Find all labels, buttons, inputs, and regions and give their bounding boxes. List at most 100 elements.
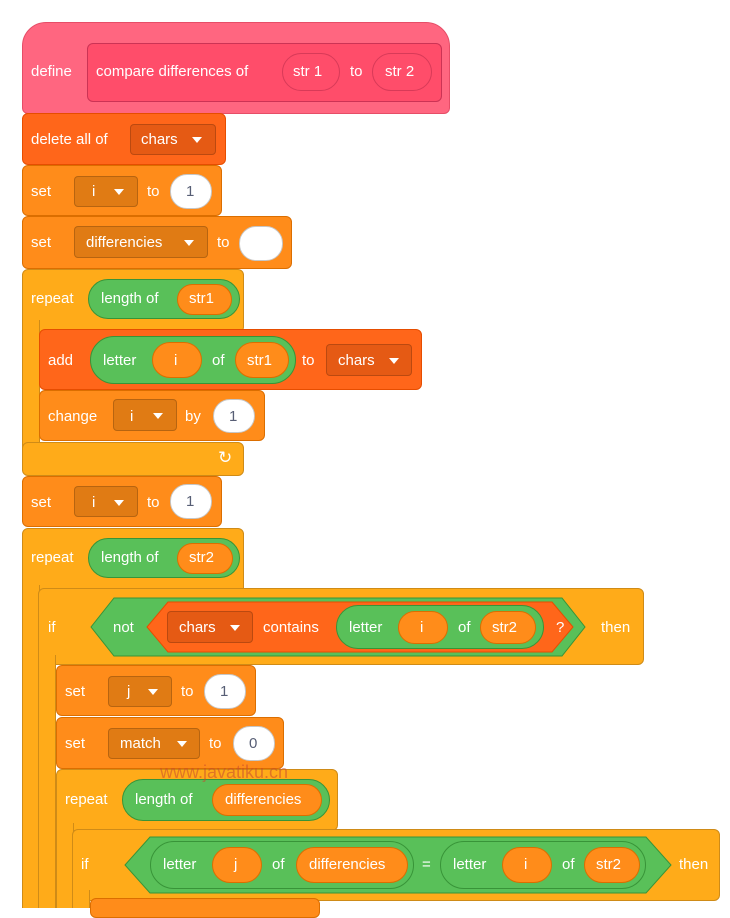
- by-label: by: [185, 408, 201, 425]
- value-input[interactable]: 1: [213, 399, 255, 433]
- define-to-label: to: [350, 63, 363, 80]
- to-label: to: [147, 494, 160, 511]
- chevron-down-icon: [177, 741, 187, 747]
- of-label: of: [562, 856, 575, 873]
- param-str1[interactable]: [282, 53, 340, 91]
- value-input[interactable]: 1: [170, 484, 212, 519]
- repeat-block-1-bottom: [22, 442, 244, 476]
- var-dropdown-i[interactable]: [74, 486, 138, 517]
- add-label: add: [48, 352, 74, 369]
- contains-label: contains: [263, 619, 319, 636]
- value-input[interactable]: [239, 226, 283, 261]
- arg-differencies-label: differencies: [225, 791, 302, 808]
- arg-differencies-reporter[interactable]: [212, 784, 322, 816]
- delete-all-label: delete all of: [31, 131, 108, 148]
- list-dropdown-chars-label: chars: [141, 131, 178, 148]
- var-dropdown-differencies-label: differencies: [86, 234, 163, 251]
- repeat-label: repeat: [65, 791, 108, 808]
- set-label: set: [65, 735, 86, 752]
- var-dropdown-i-label: i: [92, 494, 96, 511]
- value-input[interactable]: 1: [204, 674, 246, 709]
- then-label: then: [601, 619, 631, 636]
- chevron-down-icon: [148, 689, 158, 695]
- letter-label: letter: [103, 352, 137, 369]
- question-mark-label: ?: [556, 619, 565, 636]
- var-j-reporter[interactable]: [212, 847, 262, 883]
- change-label: change: [48, 408, 98, 425]
- to-label: to: [302, 352, 315, 369]
- chevron-down-icon: [184, 240, 194, 246]
- var-i-reporter[interactable]: [398, 611, 448, 644]
- list-dropdown-chars[interactable]: [167, 611, 253, 643]
- loop-arrow-icon: ↻: [218, 448, 233, 467]
- if-label: if: [48, 619, 56, 636]
- to-label: to: [209, 735, 222, 752]
- arg-differencies-reporter[interactable]: [296, 847, 408, 883]
- var-i-label: i: [524, 856, 528, 873]
- length-of-label: length of: [135, 791, 193, 808]
- param-str1-label: str 1: [293, 63, 323, 80]
- chevron-down-icon: [230, 625, 240, 631]
- list-dropdown-chars[interactable]: [326, 344, 412, 376]
- arg-str1-label: str1: [247, 352, 273, 369]
- value-input[interactable]: 1: [170, 174, 212, 209]
- length-of-label: length of: [101, 549, 159, 566]
- letter-label: letter: [349, 619, 383, 636]
- arg-str2-label: str2: [189, 549, 215, 566]
- of-label: of: [458, 619, 471, 636]
- arg-str1-reporter[interactable]: [177, 284, 232, 315]
- var-dropdown-i-label: i: [92, 183, 96, 200]
- arg-str2-reporter[interactable]: [177, 543, 233, 574]
- var-dropdown-i-label: i: [130, 408, 134, 425]
- param-str2-label: str 2: [385, 63, 415, 80]
- to-label: to: [147, 183, 160, 200]
- of-label: of: [272, 856, 285, 873]
- if-label: if: [81, 856, 89, 873]
- arg-str1-label: str1: [189, 290, 215, 307]
- define-keyword: define: [31, 63, 72, 80]
- set-label: set: [65, 683, 86, 700]
- custom-block-name: compare differences of: [96, 63, 249, 80]
- equals-label: =: [422, 856, 431, 873]
- var-j-label: j: [234, 856, 238, 873]
- var-i-label: i: [420, 619, 424, 636]
- watermark: www.javatiku.cn: [160, 762, 289, 782]
- list-dropdown-chars-label: chars: [179, 619, 216, 636]
- var-dropdown-i[interactable]: [113, 399, 177, 431]
- of-label: of: [212, 352, 225, 369]
- param-str2[interactable]: [372, 53, 432, 91]
- var-dropdown-match-label: match: [120, 735, 161, 752]
- var-dropdown-i[interactable]: [74, 176, 138, 207]
- var-i-label: i: [174, 352, 178, 369]
- arg-str2-reporter[interactable]: [480, 611, 536, 644]
- length-of-label: length of: [101, 290, 159, 307]
- arg-str2-label: str2: [596, 856, 622, 873]
- var-dropdown-j-label: j: [127, 683, 131, 700]
- repeat-block-1-side: [22, 320, 40, 450]
- var-i-reporter[interactable]: [152, 342, 202, 378]
- repeat-label: repeat: [31, 290, 74, 307]
- arg-str2-label: str2: [492, 619, 518, 636]
- chevron-down-icon: [114, 500, 124, 506]
- set-label: set: [31, 494, 52, 511]
- chevron-down-icon: [114, 189, 124, 195]
- chevron-down-icon: [192, 137, 202, 143]
- var-dropdown-j[interactable]: [108, 676, 172, 707]
- arg-str2-reporter[interactable]: [584, 847, 640, 883]
- repeat-label: repeat: [31, 549, 74, 566]
- if-block-1-side: [38, 655, 56, 908]
- nested-block-partial[interactable]: [90, 898, 320, 918]
- then-label: then: [679, 856, 709, 873]
- arg-str1-reporter[interactable]: [235, 342, 289, 378]
- var-i-reporter[interactable]: [502, 847, 552, 883]
- to-label: to: [181, 683, 194, 700]
- letter-label: letter: [163, 856, 197, 873]
- value-input[interactable]: 0: [233, 726, 275, 761]
- arg-differencies-label: differencies: [309, 856, 386, 873]
- set-label: set: [31, 183, 52, 200]
- to-label: to: [217, 234, 230, 251]
- not-label: not: [113, 619, 134, 636]
- chevron-down-icon: [389, 358, 399, 364]
- list-dropdown-chars-label: chars: [338, 352, 375, 369]
- set-label: set: [31, 234, 52, 251]
